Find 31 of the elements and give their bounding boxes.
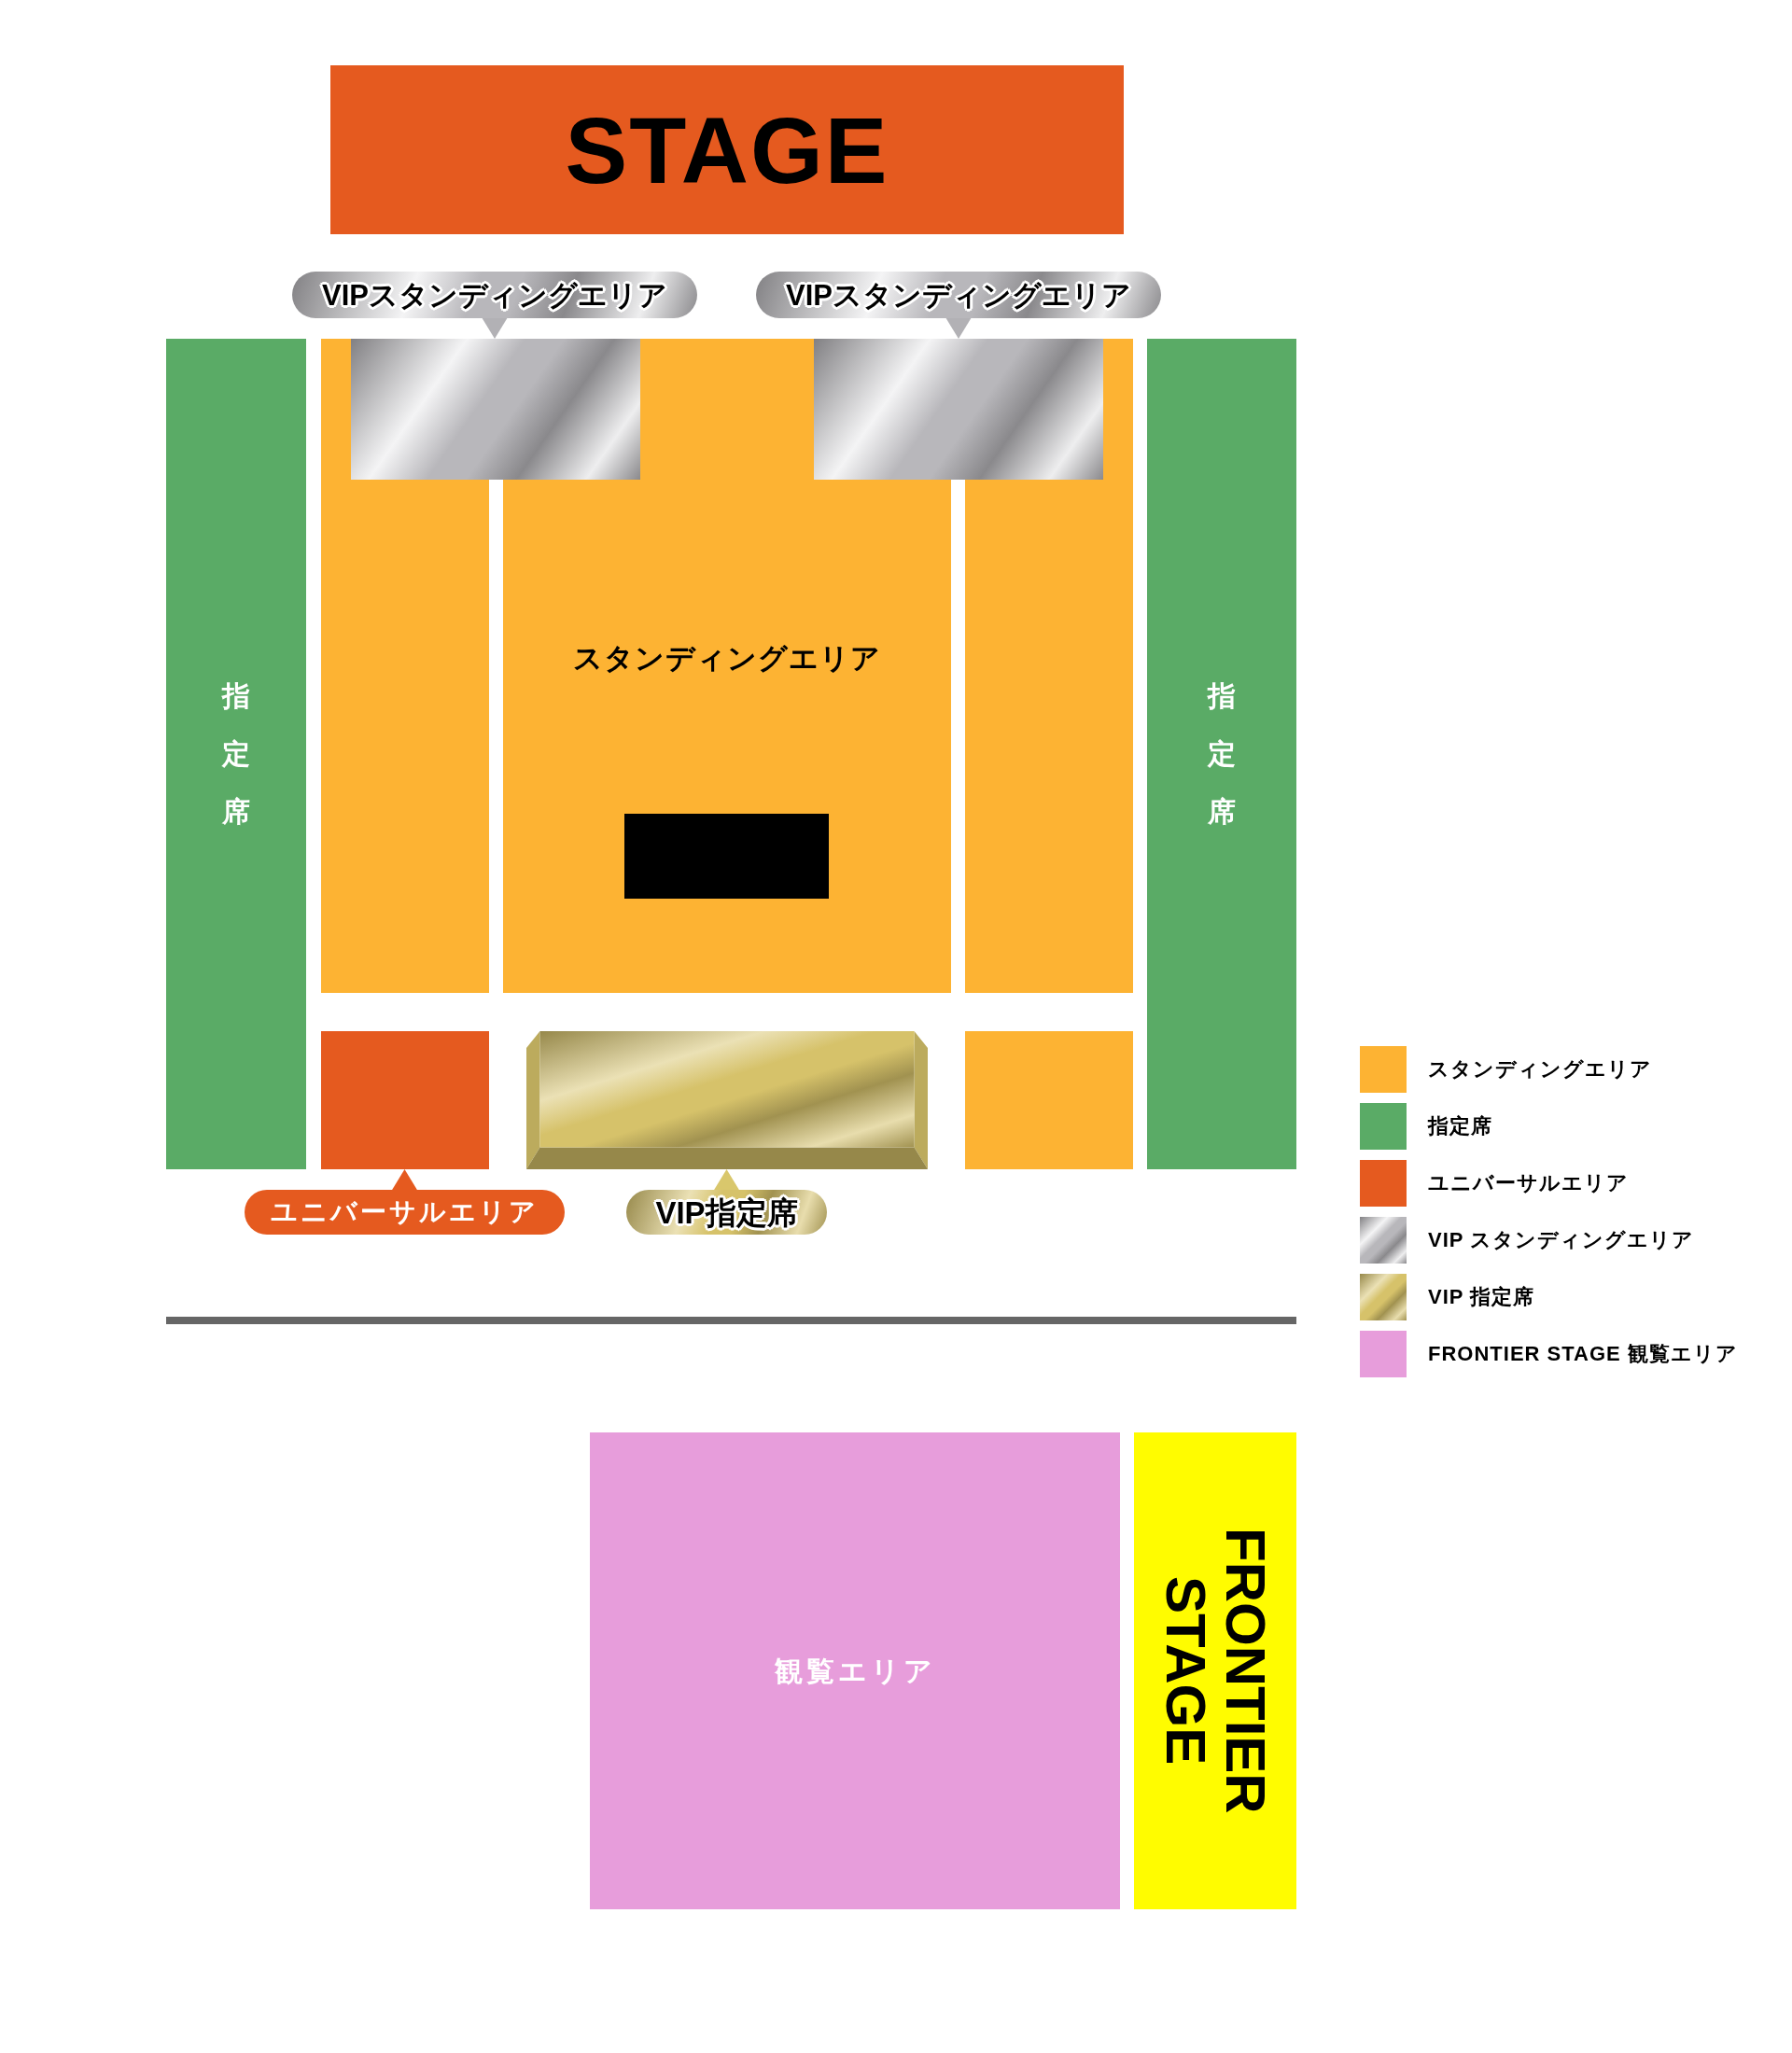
callout-label: VIPスタンディングエリア (756, 272, 1161, 318)
callout-label: VIPスタンディングエリア (292, 272, 697, 318)
vip-seating-area (526, 1031, 928, 1169)
seating-area (1147, 339, 1296, 1169)
frontier-stage-block (1134, 1432, 1296, 1909)
legend-label: スタンディングエリア (1428, 1057, 1652, 1082)
vip-standing-area (351, 339, 640, 480)
legend-label: VIP スタンディングエリア (1428, 1228, 1695, 1252)
callout-pointer (482, 317, 508, 339)
area-label: 観覧エリア (774, 1655, 936, 1687)
seating-area (166, 339, 306, 1169)
callout-pointer (391, 1169, 418, 1191)
stage-label: FRONTIER STAGE (1155, 1527, 1275, 1816)
callout-pointer (945, 317, 972, 339)
booth-area (624, 814, 829, 899)
callout-label: VIP指定席 (626, 1190, 827, 1235)
standing-area (321, 339, 1133, 993)
vip-standing-area (814, 339, 1103, 480)
callout-pointer (713, 1169, 740, 1191)
area-label: スタンディングエリア (573, 642, 881, 676)
standing-area (965, 1031, 1133, 1169)
legend-label: 指定席 (1428, 1114, 1492, 1138)
legend-label: FRONTIER STAGE 観覧エリア (1428, 1342, 1738, 1366)
viewing-area (590, 1432, 1120, 1909)
universal-area (321, 1031, 489, 1169)
area-label: 指定席 (222, 679, 250, 829)
legend-label: VIP 指定席 (1428, 1285, 1535, 1309)
area-label: 指定席 (1208, 679, 1236, 829)
stage-label: STAGE (565, 96, 889, 203)
stage-block (330, 65, 1124, 234)
legend-label: ユニバーサルエリア (1428, 1171, 1629, 1195)
